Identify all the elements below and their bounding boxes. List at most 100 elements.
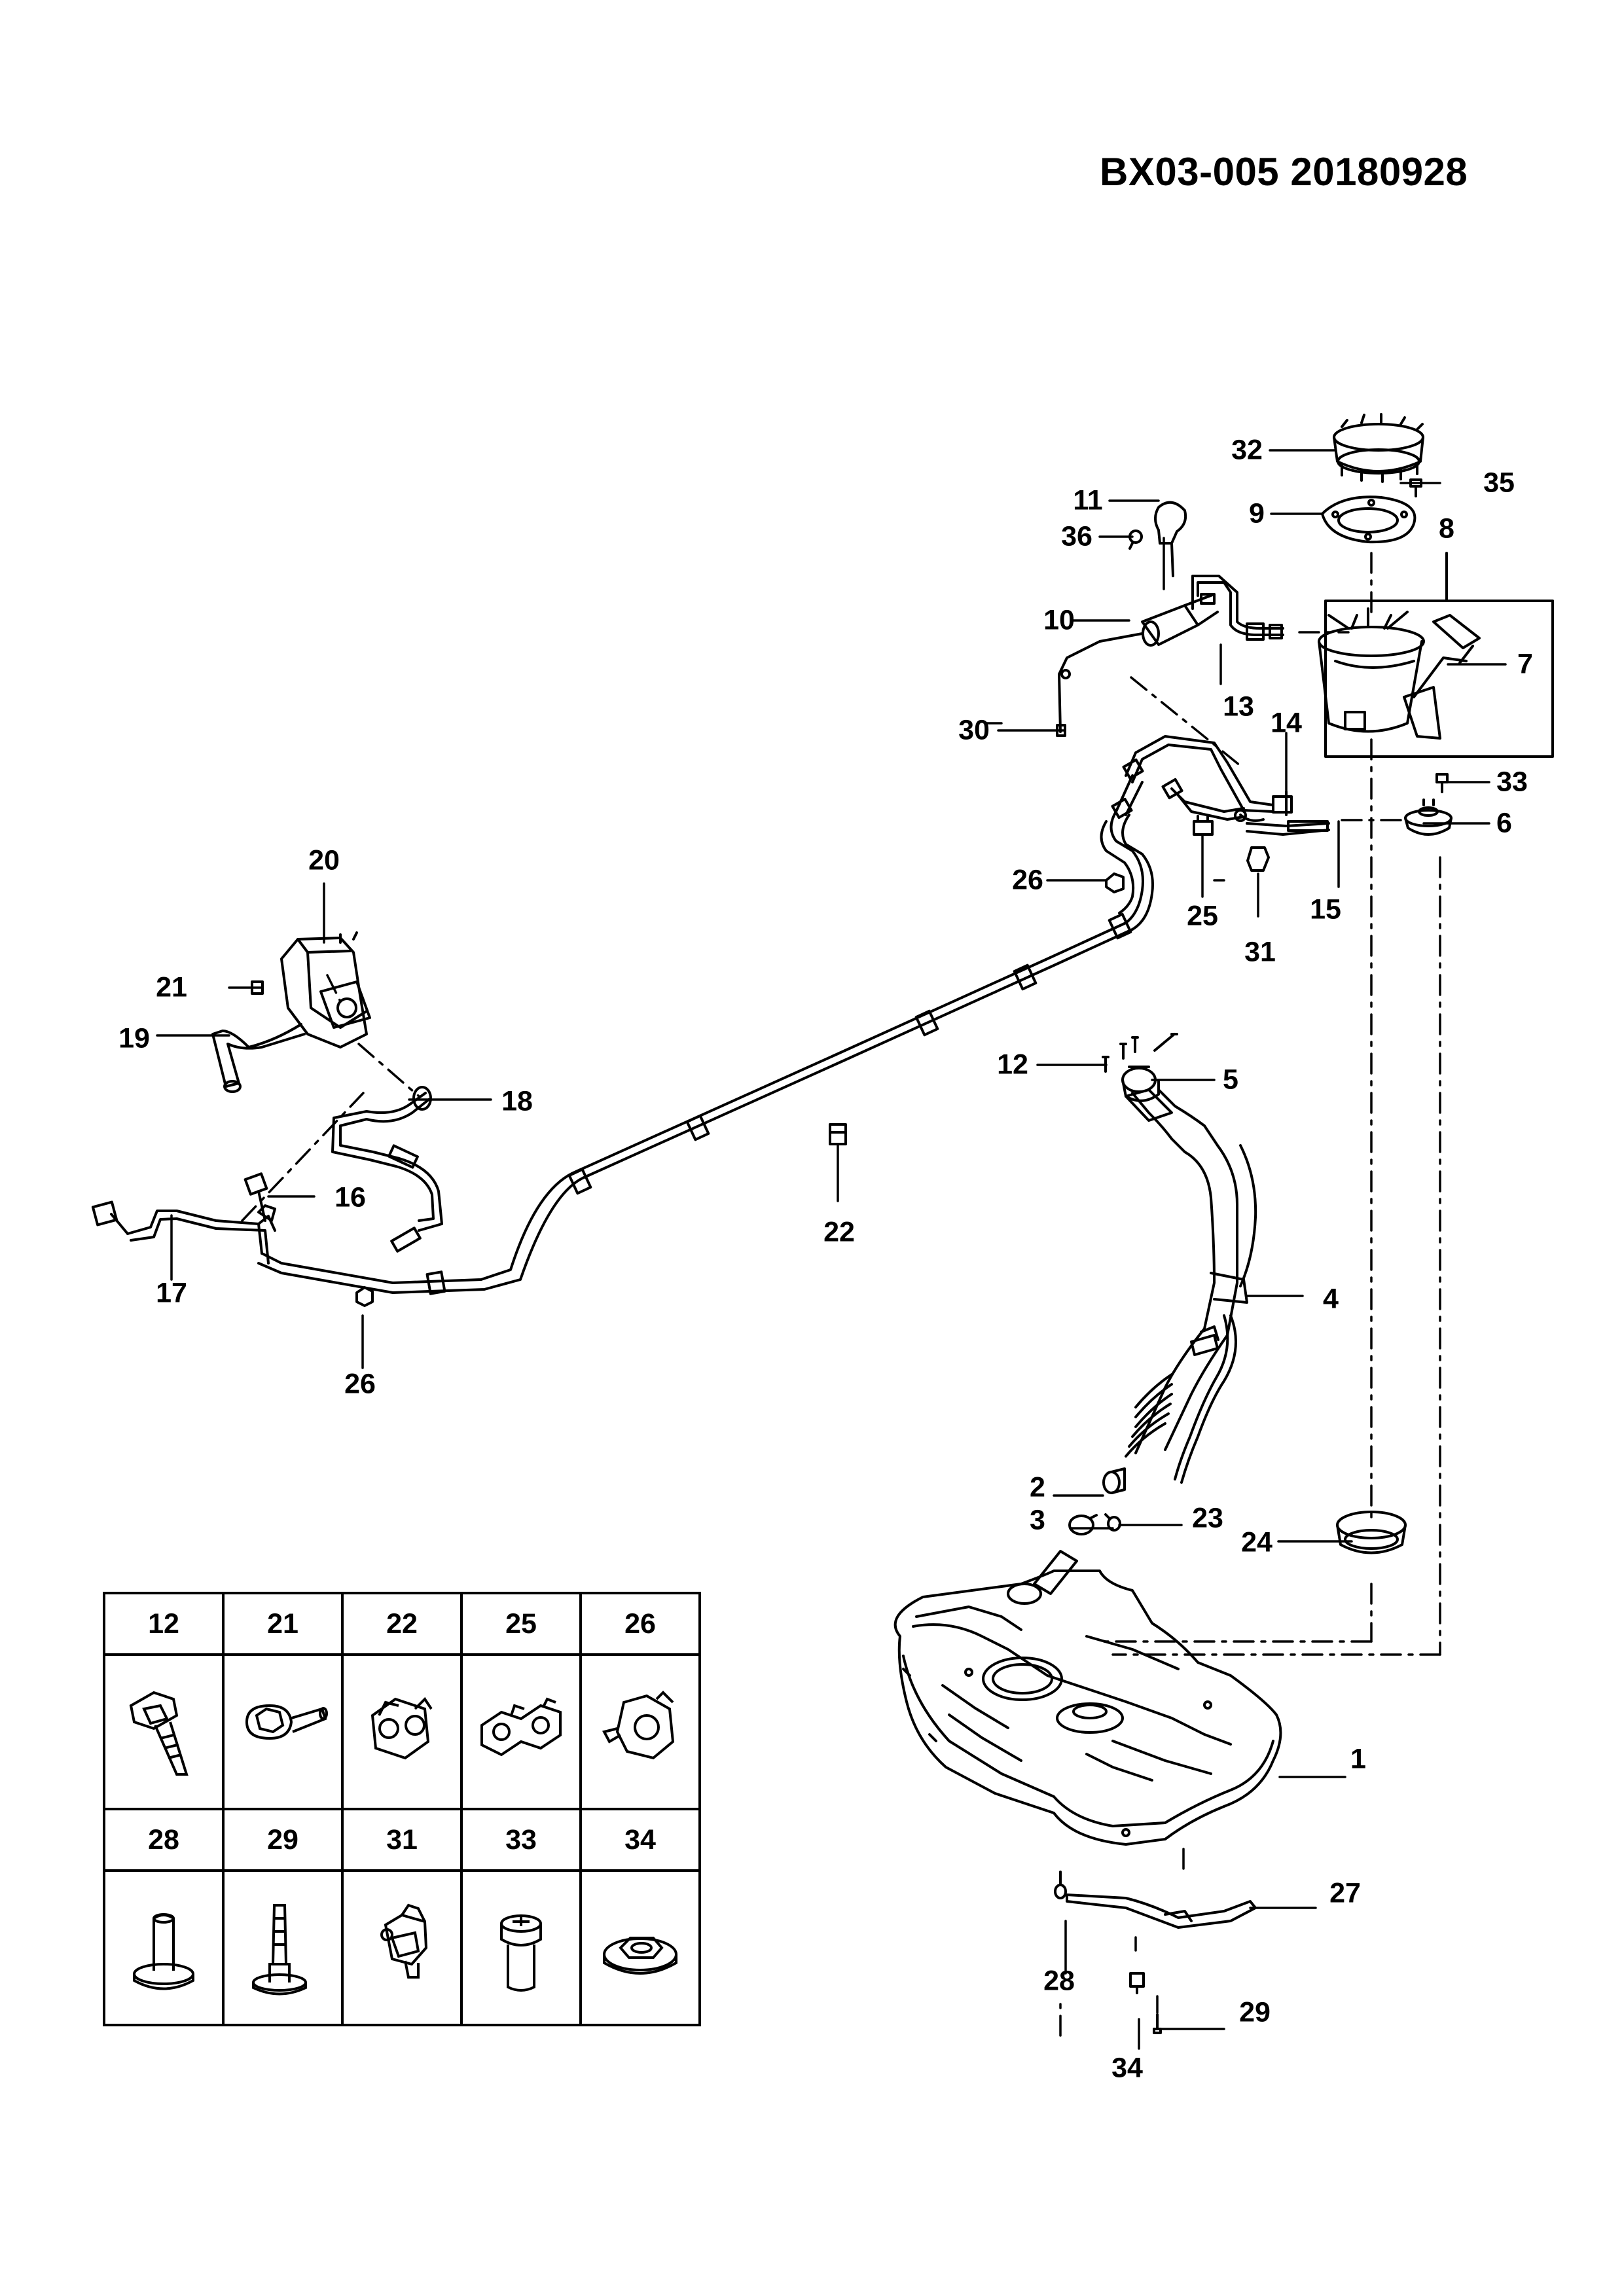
pipe-clip-icon (370, 1696, 433, 1760)
callout-10: 10 (1043, 604, 1075, 636)
lock-ring-32 (1333, 413, 1424, 483)
push-clip-icon (602, 1691, 675, 1760)
vent-hose-19 (211, 1023, 306, 1093)
callout-16: 16 (334, 1181, 366, 1213)
fuel-lines-front (1111, 735, 1330, 836)
clip-36 (1128, 529, 1143, 550)
table-cell-image (460, 1869, 582, 2026)
pipe-clip-11 (1154, 501, 1187, 577)
callout-5: 5 (1223, 1064, 1238, 1096)
callout-26-upper: 26 (1012, 864, 1043, 896)
callout-35: 35 (1483, 467, 1515, 499)
table-cell-part-number: 31 (341, 1808, 463, 1872)
table-cell-image (341, 1869, 463, 2026)
stud-bolt-icon (252, 1904, 307, 1996)
callout-32: 32 (1231, 434, 1263, 466)
table-row (103, 1869, 701, 2026)
table-cell-part-number: 25 (460, 1592, 582, 1656)
grommet-30 (1056, 724, 1066, 737)
callout-9: 9 (1249, 497, 1265, 529)
nut-34 (1129, 1972, 1145, 1994)
clamp-23 (1104, 1513, 1121, 1532)
hex-bolt-icon (245, 1704, 328, 1740)
callout-3: 3 (1030, 1504, 1045, 1536)
callout-12: 12 (997, 1049, 1028, 1081)
flange-bolt-icon (129, 1691, 189, 1776)
hose-ends-16 (257, 1204, 276, 1222)
table-cell-image (460, 1653, 582, 1810)
screw-35 (1409, 478, 1422, 497)
table-cell-part-number: 21 (222, 1592, 344, 1656)
push-pin-28 (1054, 1871, 1067, 1899)
callout-18: 18 (501, 1085, 533, 1117)
vapor-hose-18 (331, 1086, 443, 1253)
table-cell-part-number: 33 (460, 1808, 582, 1872)
bolts-12 (1102, 1033, 1178, 1073)
tank-strap-27 (1066, 1893, 1257, 1929)
fuel-filter-10 (1058, 593, 1219, 733)
callout-17: 17 (156, 1277, 187, 1309)
table-cell-part-number: 34 (579, 1808, 701, 1872)
bolt-29 (1153, 2013, 1162, 2034)
leader-lines (156, 449, 1507, 2050)
callout-34: 34 (1111, 2052, 1143, 2084)
fuel-tank-1 (893, 1550, 1282, 1846)
callout-1: 1 (1350, 1743, 1366, 1775)
callout-27: 27 (1329, 1877, 1361, 1909)
callout-2: 2 (1030, 1471, 1045, 1503)
callout-21: 21 (156, 971, 187, 1003)
table-cell-image (579, 1869, 701, 2026)
table-row (103, 1653, 701, 1810)
table-cell-image (103, 1869, 225, 2026)
clamp-2 (1102, 1467, 1126, 1494)
flange-nut-icon (603, 1937, 677, 1975)
connector-clip-icon (380, 1903, 428, 1979)
callout-8: 8 (1439, 512, 1454, 545)
table-row: 28 29 31 33 34 (103, 1808, 701, 1872)
callout-23: 23 (1192, 1502, 1223, 1534)
table-cell-image (579, 1653, 701, 1810)
callout-4: 4 (1323, 1283, 1339, 1315)
table-row: 12 21 22 25 26 (103, 1592, 701, 1656)
hex-screw-icon (500, 1914, 542, 1992)
callout-11: 11 (1073, 484, 1103, 516)
filler-neck-4 (1125, 1088, 1257, 1484)
callout-14: 14 (1271, 707, 1302, 739)
clip-22 (829, 1123, 847, 1145)
table-cell-part-number: 12 (103, 1592, 225, 1656)
callout-30: 30 (958, 714, 990, 746)
double-clip-icon (480, 1697, 562, 1757)
connector-14 (1272, 791, 1293, 816)
table-cell-part-number: 22 (341, 1592, 463, 1656)
seal-ring-24 (1336, 1511, 1407, 1554)
table-cell-image (222, 1869, 344, 2026)
bolt-21 (251, 980, 264, 995)
gasket-9 (1321, 495, 1416, 544)
clip-25 (1193, 815, 1214, 836)
callout-7: 7 (1517, 648, 1533, 680)
push-pin-icon (133, 1913, 194, 1990)
callout-19: 19 (118, 1022, 150, 1054)
page-title: BX03-005 20180928 (1100, 150, 1468, 194)
callout-28: 28 (1043, 1965, 1075, 1997)
pump-cover-6 (1404, 798, 1453, 836)
callout-6: 6 (1496, 807, 1512, 839)
table-cell-part-number: 26 (579, 1592, 701, 1656)
clip-26-upper (1105, 872, 1125, 893)
fastener-reference-table: 12 21 22 25 26 (103, 1592, 701, 2026)
evap-canister-20 (280, 931, 371, 1049)
table-cell-part-number: 29 (222, 1808, 344, 1872)
connector-31 (1246, 846, 1270, 872)
main-fuel-line (91, 810, 1154, 1295)
callout-36: 36 (1061, 520, 1092, 552)
clip-26-lower (355, 1286, 374, 1307)
table-cell-part-number: 28 (103, 1808, 225, 1872)
table-cell-image (341, 1653, 463, 1810)
callout-24: 24 (1241, 1526, 1272, 1558)
callout-15: 15 (1310, 893, 1341, 925)
screw-33 (1435, 773, 1449, 793)
callout-22: 22 (823, 1216, 855, 1248)
fuel-pump-module-8 (1318, 552, 1554, 758)
callout-13: 13 (1223, 691, 1254, 723)
